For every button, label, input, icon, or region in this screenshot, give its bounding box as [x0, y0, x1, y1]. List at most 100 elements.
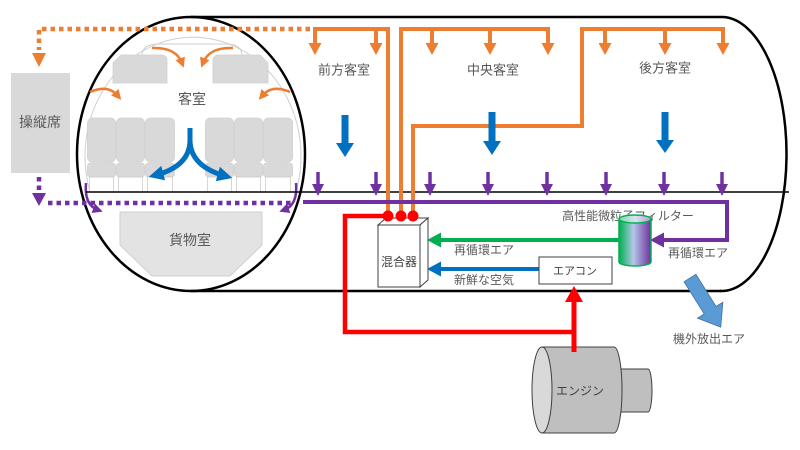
seat-back	[263, 117, 293, 163]
mixer-side-face	[419, 216, 429, 289]
cabin-downflow-split-arrow	[148, 128, 233, 182]
aft-cabin-label: 後方客室	[639, 61, 691, 77]
engine-exhaust-cylinder	[613, 368, 653, 413]
supply-outlet-arrow	[716, 43, 730, 55]
cabin-supply-curve-arrow	[258, 87, 291, 100]
seat-back	[234, 117, 263, 163]
cockpit: 操縦席	[11, 73, 70, 173]
seat-back	[145, 117, 175, 163]
hepa-filter	[618, 214, 652, 267]
floor-return-arrow	[370, 172, 382, 196]
center-cabin-label: 中央客室	[467, 63, 519, 79]
mixer-inlet-dot	[382, 210, 394, 222]
fuselage-cross-section	[75, 15, 307, 293]
seat-row-right	[205, 117, 293, 193]
mixer-inlet-dot	[395, 210, 407, 222]
cabin-supply-curve-arrow	[89, 87, 122, 100]
seat	[205, 117, 234, 193]
seat	[145, 117, 175, 193]
cabin-return-curve-arrow	[279, 182, 298, 214]
seat-base	[207, 176, 232, 193]
floor-return-arrow	[541, 172, 553, 196]
supply-outlet-arrow	[598, 29, 612, 55]
floor-return-arrows	[312, 172, 728, 196]
seat-cushion	[263, 162, 293, 178]
hepa-filter-body	[618, 218, 652, 267]
engine-intake-face	[531, 346, 553, 434]
supply-outlet-arrow	[369, 29, 383, 55]
supply-outlet-arrow	[308, 43, 322, 55]
supply-duct-aft	[411, 27, 725, 211]
cargo-hold-label: 貨物室	[169, 232, 211, 249]
cabin-downflow-arrow-center	[483, 112, 501, 155]
cabin-cross-section: 客室 貨物室	[84, 36, 302, 277]
floor-return-arrow	[716, 172, 728, 196]
air-conditioner-box	[538, 256, 613, 285]
seat	[263, 117, 293, 193]
cockpit-supply-dotted-arrow	[32, 26, 310, 67]
seat-back	[116, 117, 145, 163]
overhead-bin-right	[212, 54, 269, 84]
seat-back	[205, 117, 234, 163]
recirculated-air-arrow	[427, 232, 619, 248]
seat-back	[87, 117, 116, 163]
recirculated-air-to-mixer-label: 再循環エア	[454, 243, 514, 257]
seat-cushion	[87, 162, 116, 178]
floor-return-arrow	[424, 172, 436, 196]
cabin-supply-curve-arrow	[200, 46, 234, 68]
recirculated-air-to-filter-label: 再循環エア	[668, 246, 728, 260]
bleed-air-arrowhead	[565, 286, 583, 302]
exhaust-air-arrow	[683, 273, 724, 328]
supply-outlet-arrow	[541, 43, 555, 55]
seat-cushion	[116, 162, 145, 178]
exhaust-air-label: 機外放出エア	[673, 331, 745, 346]
fresh-air-label: 新鮮な空気	[454, 272, 514, 287]
mixer-label: 混合器	[381, 254, 417, 269]
fresh-air-arrow	[427, 261, 539, 277]
cabin-supply-curve-arrow	[151, 46, 185, 68]
hepa-filter-top	[618, 214, 652, 224]
floor-return-arrow	[312, 172, 324, 196]
seat-cushion	[234, 162, 263, 178]
seat-base	[118, 176, 143, 193]
supply-outlet-arrow	[425, 29, 439, 55]
seat-base	[147, 176, 173, 193]
seat	[87, 117, 116, 193]
engine-body	[541, 346, 623, 434]
seat-base	[265, 176, 291, 193]
mixer-inlet-dot	[407, 210, 419, 222]
cargo-hold	[119, 211, 263, 277]
air-conditioner-label: エアコン	[553, 265, 597, 278]
cockpit-box	[11, 73, 70, 173]
fuselage	[75, 15, 788, 293]
seat-base	[89, 176, 114, 193]
supply-duct-forward	[313, 27, 390, 211]
seat	[116, 117, 145, 193]
air-conditioner: エアコン	[538, 256, 613, 285]
supply-outlet-arrow	[483, 29, 497, 55]
forward-cabin-label: 前方客室	[318, 63, 370, 79]
return-duct-to-filter	[303, 200, 729, 248]
floor-return-arrow	[600, 172, 612, 196]
cabin-downflow-arrow-aft	[656, 112, 674, 153]
cockpit-label: 操縦席	[19, 115, 61, 131]
ceiling-panel	[141, 43, 243, 57]
floor-return-arrow	[482, 172, 494, 196]
passenger-cabin-label: 客室	[178, 91, 206, 108]
cabin-downflow-arrow-forward	[336, 115, 354, 157]
fuselage-tail-cap	[719, 15, 788, 293]
seat	[234, 117, 263, 193]
bleed-air-lines	[342, 210, 583, 352]
seat-row-left	[87, 117, 175, 193]
supply-outlet-arrow	[658, 29, 672, 55]
overhead-bin-left	[112, 54, 168, 84]
cabin-return-curve-arrow	[84, 182, 103, 214]
engine-label: エンジン	[556, 384, 604, 398]
mixer: 混合器	[376, 216, 430, 289]
engine: エンジン	[531, 346, 653, 434]
mixer-front-face	[377, 224, 421, 288]
seat-base	[236, 176, 261, 193]
bleed-air-to-mixer	[342, 213, 574, 335]
supply-ducts	[308, 27, 730, 211]
